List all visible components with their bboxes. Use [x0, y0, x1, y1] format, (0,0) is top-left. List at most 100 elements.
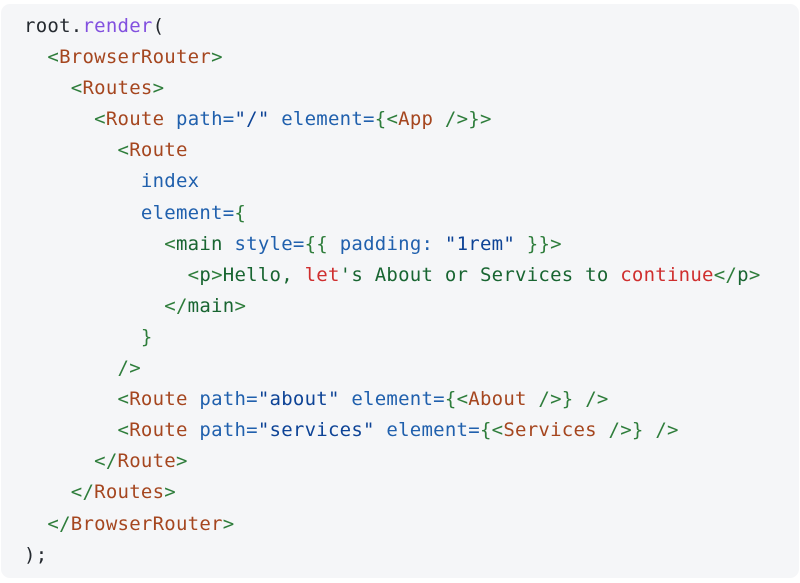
code-token-attribute: path= — [199, 388, 258, 411]
code-token-plain — [644, 419, 656, 441]
code-line: element={ — [24, 198, 781, 229]
code-token-punctuation: />}> — [444, 108, 492, 131]
code-line: <main style={{ padding: "1rem" }}> — [24, 229, 781, 260]
code-token-punctuation: /> — [585, 388, 609, 411]
code-line: </Routes> — [24, 477, 781, 508]
code-line: root.render( — [24, 11, 781, 42]
code-token-keyword: continue — [620, 263, 714, 286]
code-token-punctuation: </ — [70, 481, 95, 504]
code-token-punctuation: < — [117, 139, 130, 162]
code-token-function: render — [82, 15, 153, 37]
code-line: ); — [24, 540, 781, 571]
code-token-component: App — [398, 108, 434, 131]
code-line: <Route path="about" element={<About />} … — [24, 384, 781, 415]
code-token-punctuation: > — [234, 294, 247, 317]
code-token-punctuation: > — [222, 512, 235, 535]
code-token-punctuation: < — [94, 108, 106, 131]
code-token-plain: ); — [24, 543, 48, 566]
code-token-plain — [328, 233, 340, 255]
code-line: <Routes> — [24, 73, 781, 104]
code-token-plain — [24, 170, 141, 192]
code-token-plain — [597, 419, 609, 441]
code-line: } — [24, 322, 781, 353]
code-token-attribute: path= — [176, 108, 235, 131]
code-line: <Route — [24, 135, 781, 166]
code-token-attribute: element= — [140, 201, 235, 224]
code-token-plain — [223, 233, 235, 255]
code-token-tag: 's About or Services to — [339, 263, 621, 286]
code-token-punctuation: </ — [47, 512, 71, 535]
code-token-plain — [24, 202, 141, 224]
code-token-punctuation: />} — [608, 419, 644, 442]
code-line: </main> — [24, 291, 781, 322]
code-line: <Route path="/" element={<App />}> — [24, 104, 781, 135]
code-token-component: Route — [129, 419, 188, 442]
code-token-punctuation: < — [70, 77, 83, 100]
code-token-punctuation: > — [211, 263, 223, 286]
code-token-punctuation: < — [117, 419, 130, 442]
code-token-plain: ( — [152, 15, 165, 37]
code-token-punctuation: </ — [713, 263, 738, 286]
code-token-plain — [433, 233, 445, 255]
code-token-component: About — [468, 388, 527, 411]
code-token-punctuation: > — [748, 263, 761, 286]
code-line: </Route> — [24, 446, 781, 477]
code-token-plain — [24, 139, 118, 161]
code-token-punctuation: > — [152, 77, 165, 100]
code-token-punctuation: /> — [655, 419, 679, 442]
code-token-plain — [24, 481, 71, 503]
code-token-plain — [24, 357, 118, 379]
code-token-plain — [24, 295, 164, 317]
code-token-component: Route — [105, 108, 165, 131]
code-token-attribute: index — [140, 170, 200, 193]
code-token-attribute: element= — [281, 108, 375, 131]
code-line: index — [24, 166, 781, 197]
code-token-punctuation: } — [140, 325, 153, 348]
code-token-attribute: element= — [351, 388, 445, 411]
code-token-plain — [24, 513, 47, 535]
code-line: /> — [24, 353, 781, 384]
code-token-plain — [270, 108, 282, 130]
code-token-plain — [24, 388, 118, 410]
code-token-punctuation: /> — [117, 357, 141, 380]
code-token-component: Routes — [94, 481, 165, 504]
code-token-punctuation: />} — [538, 388, 574, 411]
code-token-plain — [24, 108, 94, 130]
code-token-plain — [24, 450, 94, 472]
code-token-plain — [24, 264, 188, 286]
code-token-punctuation: < — [47, 46, 60, 69]
code-token-punctuation: < — [187, 263, 200, 286]
code-line: <BrowserRouter> — [24, 42, 781, 73]
code-token-plain — [188, 388, 200, 410]
code-token-plain — [527, 388, 539, 410]
code-token-plain — [24, 46, 47, 68]
code-token-punctuation: > — [175, 450, 188, 473]
code-token-punctuation: < — [117, 388, 130, 411]
code-token-tag: main — [175, 232, 223, 255]
code-lines: root.render( <BrowserRouter> <Routes> <R… — [24, 11, 781, 571]
code-token-string: "services" — [257, 419, 375, 442]
code-token-plain — [574, 388, 586, 410]
code-token-component: Route — [129, 139, 188, 162]
code-token-tag: p — [737, 263, 749, 286]
code-token-component: Routes — [82, 77, 153, 100]
code-token-punctuation: }}> — [526, 232, 562, 255]
code-token-component: BrowserRouter — [70, 512, 223, 535]
code-token-component: Route — [117, 450, 176, 473]
code-token-tag: Hello, — [222, 263, 305, 286]
code-token-component: Services — [503, 419, 597, 442]
code-token-attribute: path= — [199, 419, 258, 442]
code-token-punctuation: {< — [444, 388, 469, 411]
code-line: <p>Hello, let's About or Services to con… — [24, 260, 781, 291]
code-token-plain — [188, 419, 200, 441]
code-token-plain: root. — [24, 15, 83, 37]
code-token-plain — [24, 77, 71, 99]
code-token-attribute: style= — [234, 232, 305, 255]
code-line: <Route path="services" element={<Service… — [24, 415, 781, 446]
code-token-plain — [375, 419, 387, 441]
code-token-punctuation: {{ — [304, 232, 328, 255]
code-token-string: "/" — [234, 108, 270, 131]
code-token-punctuation: {< — [479, 419, 504, 442]
code-block: root.render( <BrowserRouter> <Routes> <R… — [1, 4, 799, 578]
code-token-tag: p — [199, 263, 212, 286]
